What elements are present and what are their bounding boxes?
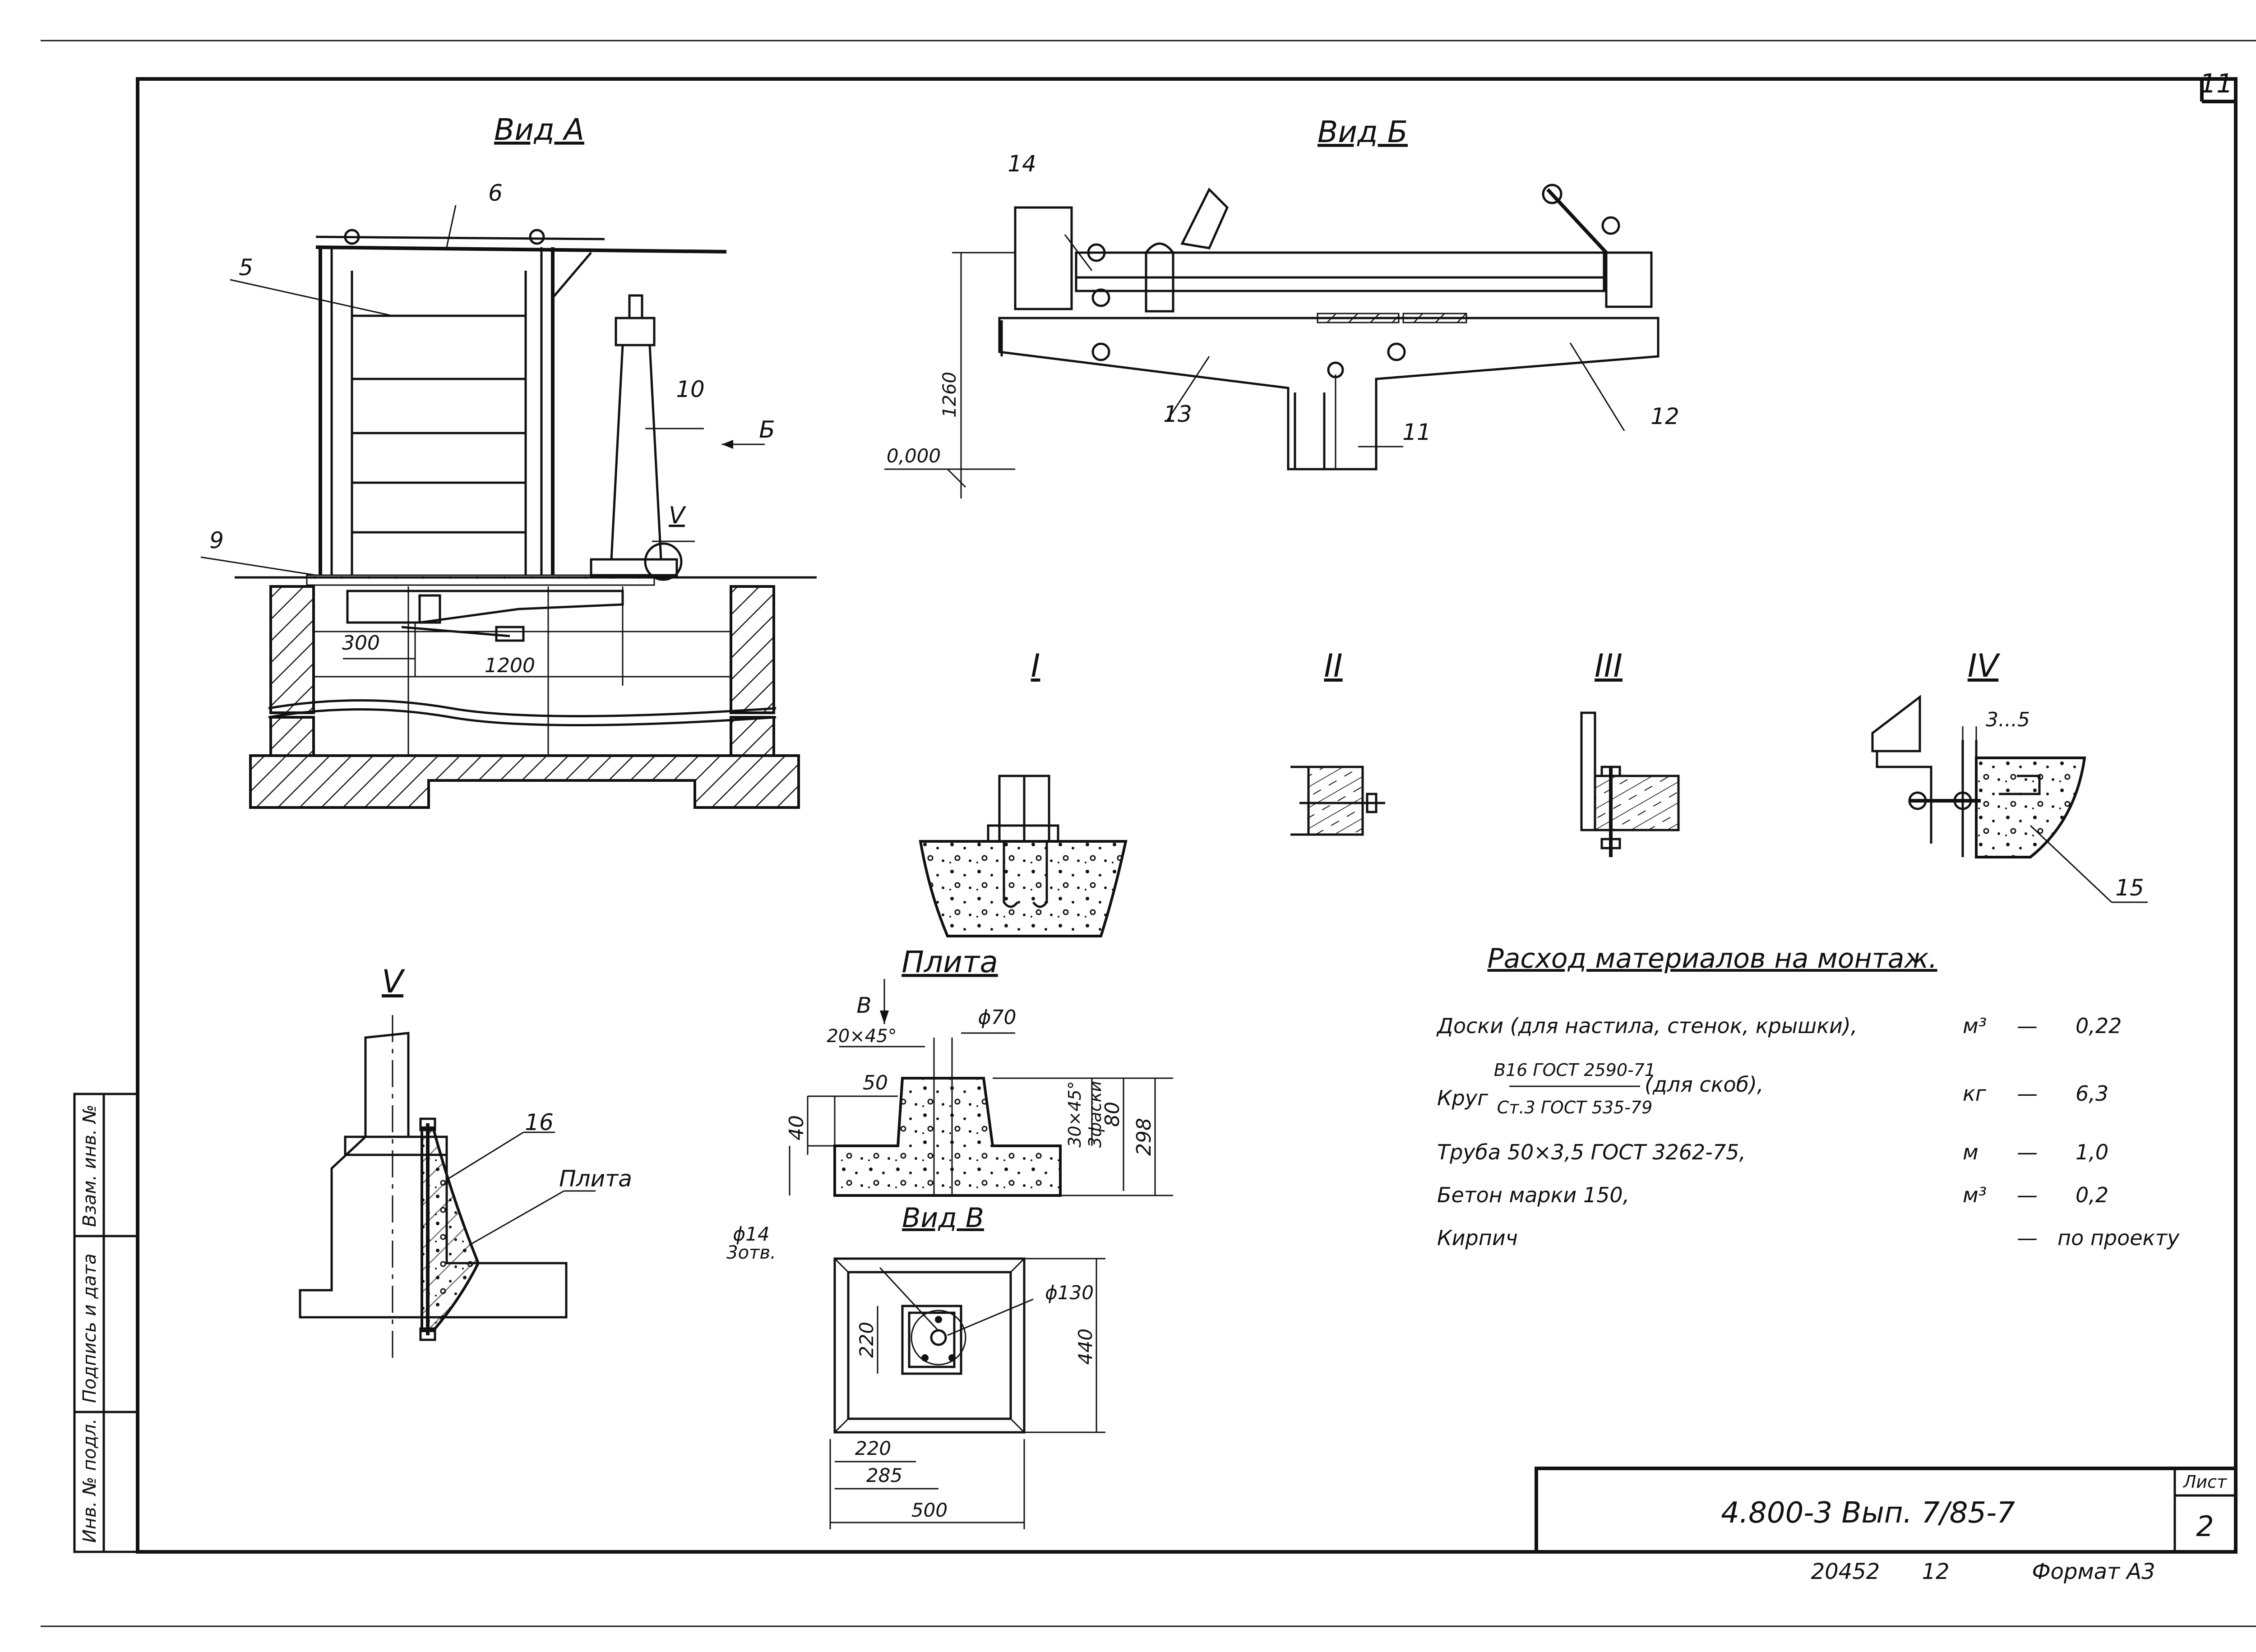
title-code: 4.800-3 Вып. 7/85-7 (1721, 1496, 2015, 1530)
plita-section: Плита (789, 945, 1173, 1197)
callout-plita: Плита (559, 1166, 632, 1192)
mat-row-1-qty: 0,22 (2076, 1014, 2122, 1038)
materials-table: Расход материалов на монтаж. Доски (для … (1436, 943, 2180, 1250)
dim-440: 440 (1074, 1329, 1096, 1365)
sheet-number: 11 (2200, 68, 2233, 99)
dim-faski: 3фаски (1085, 1081, 1105, 1148)
title-block (1535, 1467, 2238, 1554)
dim-80: 80 (1101, 1102, 1124, 1127)
mat-row-4-qty: 0,2 (2076, 1183, 2108, 1207)
detail-3: III (1580, 647, 1680, 857)
dim-220-vert: 220 (855, 1322, 878, 1358)
callout-5: 5 (239, 254, 253, 281)
mat-row-2-qty: 6,3 (2076, 1081, 2108, 1106)
dim-30x45: 30×45° (1065, 1081, 1085, 1148)
dim-298: 298 (1133, 1118, 1156, 1156)
detail-1: I (919, 647, 1128, 937)
dim-50: 50 (863, 1071, 888, 1094)
callout-16: 16 (525, 1109, 554, 1135)
dim-285: 285 (866, 1464, 902, 1486)
mat-row-3-name: Труба 50×3,5 ГОСТ 3262-75, (1437, 1140, 1746, 1164)
mat-row-5-name: Кирпич (1437, 1226, 1518, 1250)
detail-2-title: II (1324, 647, 1342, 684)
dim-3-5: 3...5 (1986, 708, 2030, 731)
plita-b-label: В (857, 993, 872, 1018)
dim-0000: 0,000 (887, 445, 941, 467)
plita-title: Плита (901, 945, 998, 979)
view-v-title: Вид В (902, 1202, 984, 1234)
callout-13: 13 (1163, 401, 1192, 427)
mat-row-2-dash: — (2017, 1081, 2038, 1106)
sheet-frame (41, 40, 2256, 1627)
detail-5: V (299, 963, 596, 1358)
footer-copy: 12 (1922, 1559, 1949, 1584)
stamp-vzam: Взам. инв. № (79, 1104, 100, 1227)
dim-1260: 1260 (939, 372, 960, 418)
mat-row-2-name: Круг (1437, 1086, 1489, 1110)
view-a: Вид А (200, 112, 817, 809)
dim-300: 300 (342, 632, 380, 655)
detail-1-title: I (1031, 647, 1040, 684)
mat-row-4-name: Бетон марки 150, (1437, 1183, 1629, 1207)
callout-6: 6 (488, 180, 503, 206)
dim-phi130: ϕ130 (1045, 1282, 1094, 1304)
view-b-title: Вид Б (1318, 115, 1408, 149)
callout-9: 9 (209, 527, 224, 554)
detail-4: IV (1871, 647, 2148, 903)
callout-12: 12 (1650, 403, 1679, 429)
mat-row-3-qty: 1,0 (2076, 1140, 2108, 1164)
callout-15: 15 (2115, 875, 2144, 901)
mat-row-3-dash: — (2017, 1140, 2038, 1164)
mat-row-4-unit: м³ (1963, 1183, 1987, 1207)
title-list-num: 2 (2196, 1510, 2214, 1543)
mat-row-1-dash: — (2017, 1014, 2038, 1038)
mat-row-2-suffix: (для скоб), (1645, 1072, 1764, 1097)
title-list-label: Лист (2182, 1472, 2228, 1492)
callout-10: 10 (676, 376, 705, 402)
footer-format: Формат А3 (2032, 1559, 2155, 1584)
mat-row-2-unit: кг (1963, 1081, 1987, 1106)
mat-row-2-num: В16 ГОСТ 2590-71 (1494, 1060, 1655, 1080)
stamp-inv: Инв. № подл. (79, 1418, 100, 1543)
mat-row-1-unit: м³ (1963, 1014, 1987, 1038)
mat-row-5-qty: по проекту (2057, 1226, 2180, 1250)
dim-1200: 1200 (485, 654, 535, 677)
mat-row-2-den: Ст.3 ГОСТ 535-79 (1497, 1098, 1653, 1117)
callout-v-mark: V (669, 502, 686, 529)
mat-row-5-dash: — (2017, 1226, 2038, 1250)
stamp-podpis: Подпись и дата (79, 1254, 100, 1403)
side-stamp: Взам. инв. № Подпись и дата Инв. № подл. (73, 1093, 139, 1553)
dim-3otv: 3отв. (726, 1242, 776, 1263)
footer-archive: 20452 (1811, 1559, 1880, 1584)
detail-4-title: IV (1968, 647, 2001, 684)
mat-row-1-name: Доски (для настила, стенок, крышки), (1436, 1014, 1857, 1038)
detail-5-title: V (382, 963, 405, 1000)
mat-row-4-dash: — (2017, 1183, 2038, 1207)
view-v: Вид В (829, 1202, 1105, 1529)
dim-40: 40 (785, 1115, 808, 1140)
dim-220-horiz: 220 (855, 1437, 891, 1459)
callout-14: 14 (1008, 151, 1036, 177)
dim-20x45: 20×45° (827, 1026, 897, 1047)
dim-phi14: ϕ14 (733, 1223, 769, 1245)
dim-500: 500 (911, 1499, 948, 1521)
view-a-title: Вид А (494, 112, 584, 147)
view-b: Вид Б (884, 115, 1660, 498)
detail-2: II (1290, 647, 1385, 836)
mat-row-3-unit: м (1963, 1140, 1979, 1164)
callout-11: 11 (1402, 419, 1431, 445)
callout-b-arrow: Б (759, 416, 775, 443)
detail-3-title: III (1595, 647, 1623, 684)
dim-phi70: ϕ70 (978, 1006, 1016, 1029)
materials-title: Расход материалов на монтаж. (1487, 943, 1937, 974)
